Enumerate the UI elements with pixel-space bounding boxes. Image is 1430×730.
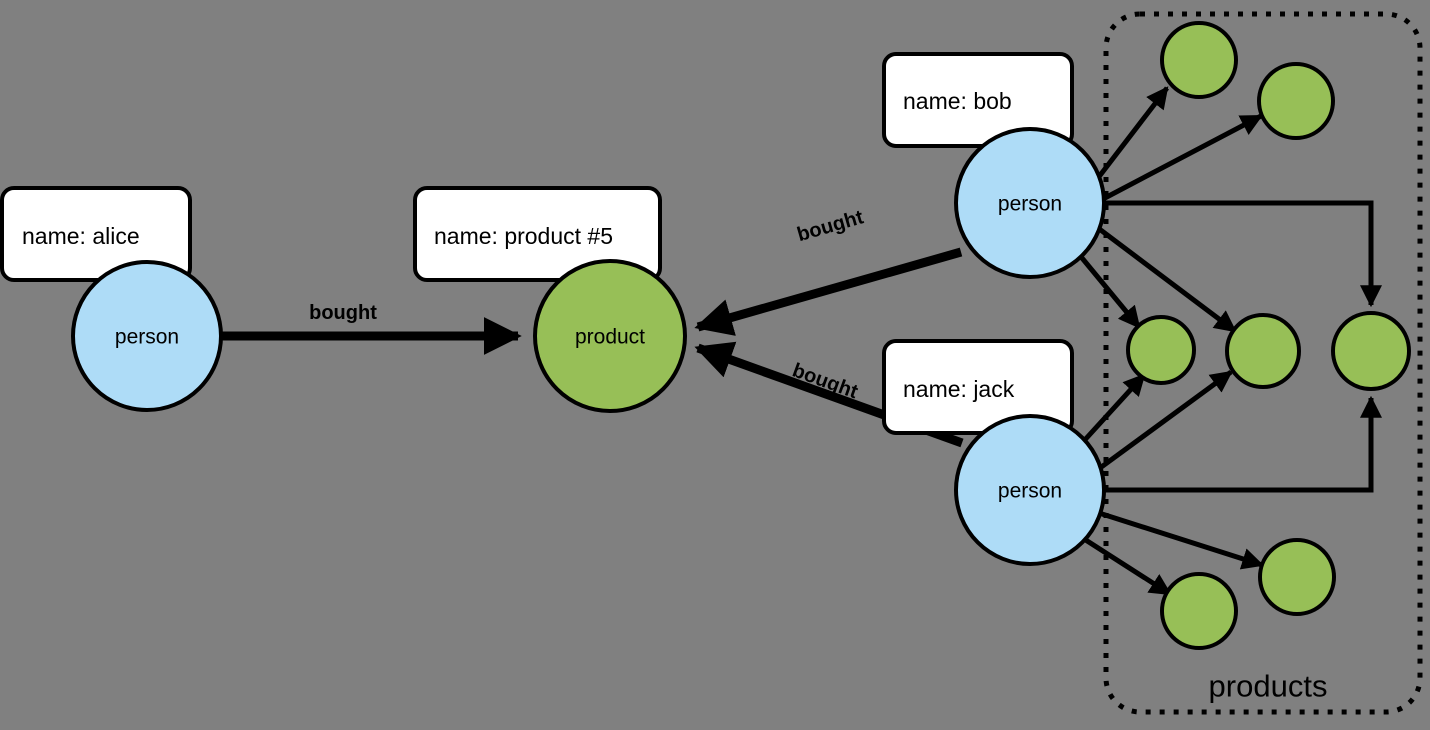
product-node-top-2[interactable] (1257, 62, 1335, 140)
bob-property-text: name: bob (903, 88, 1012, 114)
edge-bob-to-p-mid-1 (1080, 256, 1141, 329)
products-group-label: products (1209, 669, 1328, 704)
product-node-bot-1[interactable] (1160, 572, 1238, 650)
edge-jack-to-p-bot-2 (1098, 510, 1265, 570)
product5-property-box: name: product #5 (413, 186, 662, 282)
product-node-mid-1[interactable] (1126, 315, 1196, 385)
node-bob[interactable]: person (954, 127, 1106, 279)
edge-bob-to-p-mid-3 (1104, 200, 1383, 308)
edge-bob-to-p-top-1 (1096, 86, 1169, 180)
node-product5[interactable]: product (533, 259, 687, 413)
jack-type-label: person (998, 480, 1062, 503)
edge-jack-to-p-mid-1 (1080, 373, 1146, 445)
product-group-items (1126, 21, 1411, 650)
products-group-border (1103, 11, 1423, 715)
alice-type-label: person (115, 326, 179, 349)
jack-product-edges (1079, 369, 1383, 597)
product5-property-text: name: product #5 (434, 223, 613, 249)
product5-circle[interactable] (533, 259, 687, 413)
bob-product-edges (1080, 86, 1383, 333)
product-node-top-1[interactable] (1160, 21, 1238, 99)
edge-jack-to-p-mid-2 (1098, 369, 1233, 471)
jack-property-text: name: jack (903, 376, 1015, 402)
product5-type-label: product (575, 326, 645, 349)
edge-bob-to-p-mid-2 (1096, 226, 1237, 333)
bob-circle[interactable] (954, 127, 1106, 279)
edge-bob-to-p-top-2 (1101, 113, 1263, 202)
product-node-bot-2[interactable] (1258, 538, 1336, 616)
edge-label-bob-bought: bought (795, 206, 867, 246)
edge-jack-to-p-mid-3-return (1104, 395, 1383, 493)
node-jack[interactable]: person (954, 414, 1106, 566)
product-node-mid-3[interactable] (1331, 311, 1411, 391)
edge-jack-to-p-bot-1 (1079, 534, 1172, 597)
jack-circle[interactable] (954, 414, 1106, 566)
alice-circle[interactable] (71, 260, 223, 412)
bob-type-label: person (998, 193, 1062, 216)
jack-property-box: name: jack (882, 339, 1074, 435)
alice-property-text: name: alice (22, 223, 140, 249)
bob-property-box: name: bob (882, 52, 1074, 148)
edge-bob-bought-product (694, 247, 963, 336)
product-node-mid-2[interactable] (1225, 313, 1301, 389)
node-alice[interactable]: person (71, 260, 223, 412)
edge-label-alice-bought: bought (309, 302, 377, 324)
